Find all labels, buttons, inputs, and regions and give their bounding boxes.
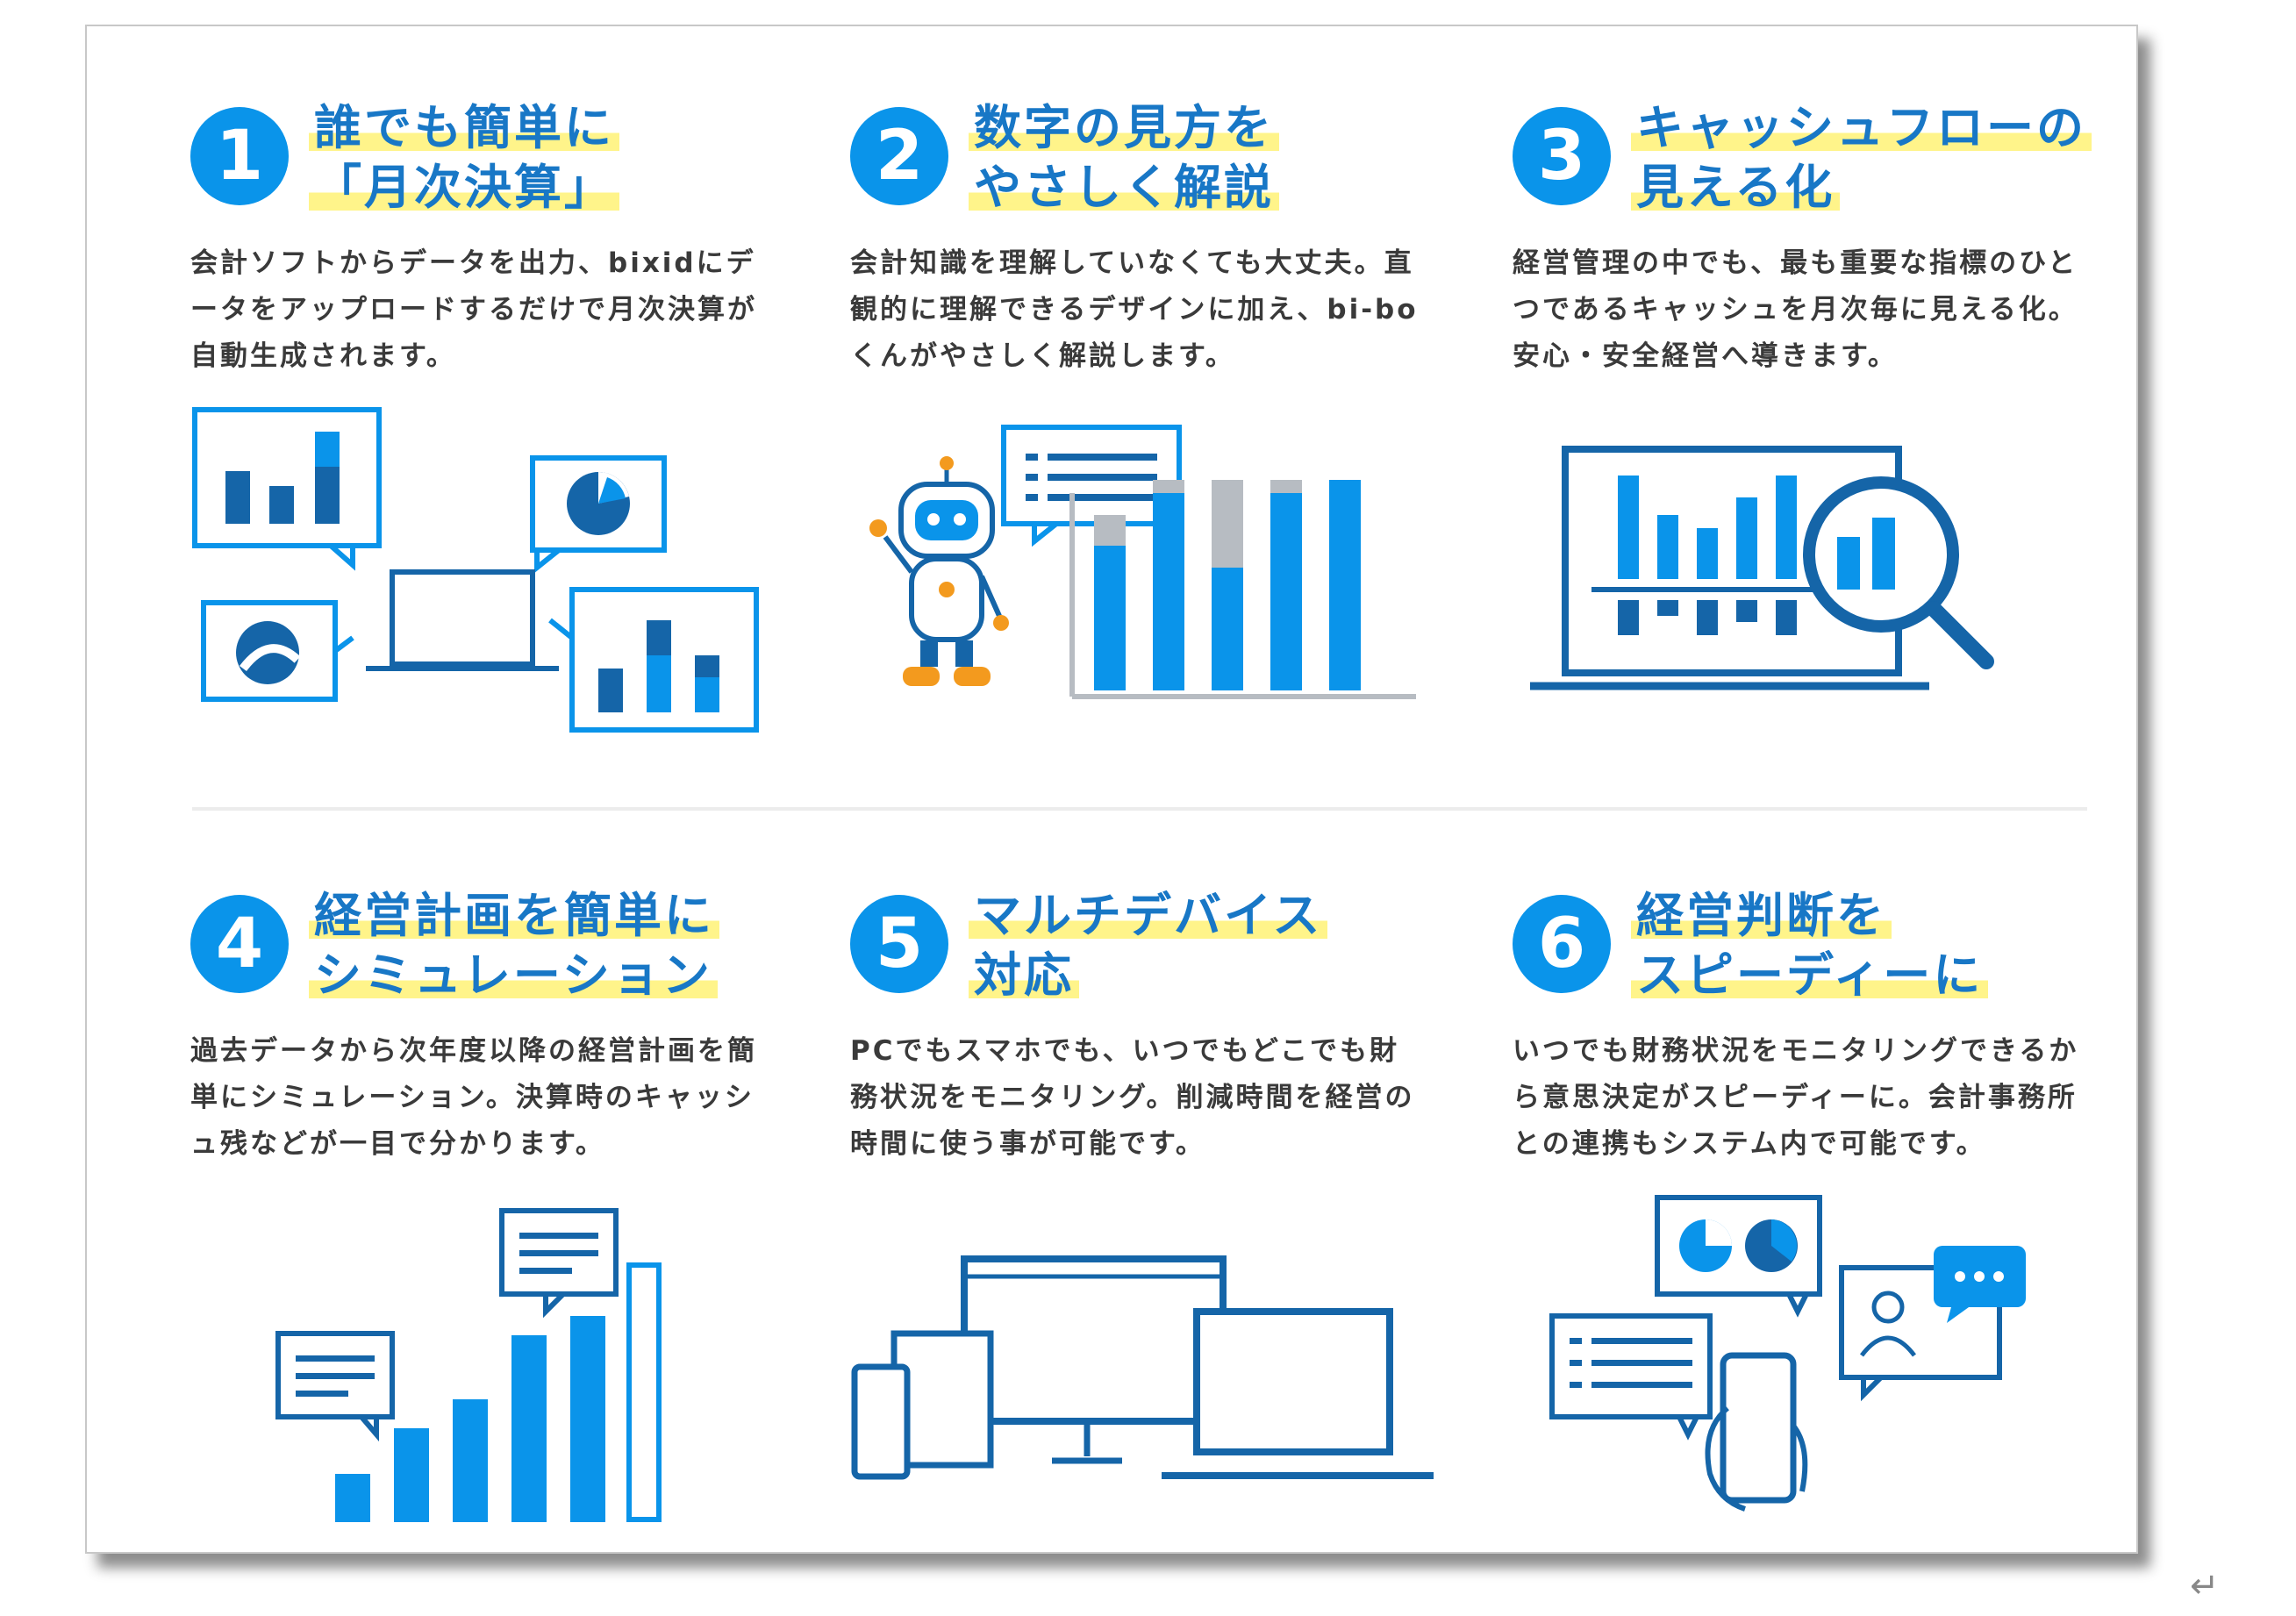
feature-number-badge: 5	[850, 895, 948, 993]
feature-title: 経営計画を簡単に シミュレーション	[309, 886, 719, 1005]
return-mark: ↵	[2190, 1566, 2220, 1606]
feature-title-line: 「月次決算」	[309, 158, 619, 218]
feature-title-line: 経営判断を	[1631, 886, 1892, 946]
dashboard-charts-laptop-icon	[192, 407, 759, 733]
section-divider	[192, 807, 2087, 811]
feature-number-badge: 6	[1513, 895, 1611, 993]
feature-description: いつでも財務状況をモニタリングできるから意思決定がスピーディーに。会計事務所との…	[1513, 1035, 2079, 1160]
multi-device-icon	[851, 1255, 1434, 1480]
feature-title-line: 誰でも簡単に	[309, 98, 619, 158]
feature-number-badge: 1	[190, 107, 289, 205]
feature-title: マルチデバイス 対応	[969, 886, 1328, 1005]
feature-title: 誰でも簡単に 「月次決算」	[309, 98, 619, 218]
feature-title-line: 数字の見方を	[969, 98, 1279, 158]
feature-description: 過去データから次年度以降の経営計画を簡単にシミュレーション。決算時のキャッシュ残…	[190, 1035, 757, 1160]
feature-card: 1 誰でも簡単に 「月次決算」 会計ソフトからデータを出力、bixidにデータを…	[85, 25, 2138, 1554]
feature-description: 会計ソフトからデータを出力、bixidにデータをアップロードするだけで月次決算が…	[190, 247, 757, 372]
feature-title: 数字の見方を やさしく解説	[969, 98, 1279, 218]
feature-title-line: やさしく解説	[969, 158, 1279, 218]
feature-title-line: 対応	[969, 946, 1079, 1005]
laptop-magnifier-icon	[1530, 446, 1994, 690]
feature-title-line: 経営計画を簡単に	[309, 886, 719, 946]
feature-title: キャッシュフローの 見える化	[1631, 98, 2092, 218]
feature-title: 経営判断を スピーディーに	[1631, 886, 1989, 1005]
feature-number-badge: 2	[850, 107, 948, 205]
feature-description: 経営管理の中でも、最も重要な指標のひとつであるキャッシュを月次毎に見える化。安心…	[1513, 247, 2078, 372]
feature-description: 会計知識を理解していなくても大丈夫。直観的に理解できるデザインに加え、bi-bo…	[850, 247, 1419, 372]
feature-title-line: マルチデバイス	[969, 886, 1328, 946]
feature-title-line: スピーディーに	[1631, 946, 1989, 1005]
feature-title-line: シミュレーション	[309, 946, 718, 1005]
feature-number-badge: 3	[1513, 107, 1611, 205]
robot-bar-chart-icon	[869, 425, 1416, 699]
feature-number-badge: 4	[190, 895, 289, 993]
growing-bar-chart-icon	[275, 1208, 662, 1522]
feature-description: PCでもスマホでも、いつでもどこでも財務状況をモニタリング。削減時間を経営の時間…	[850, 1035, 1415, 1160]
phone-chat-bubbles-icon	[1549, 1195, 2026, 1512]
feature-title-line: キャッシュフローの	[1631, 98, 2092, 158]
feature-title-line: 見える化	[1631, 158, 1841, 218]
